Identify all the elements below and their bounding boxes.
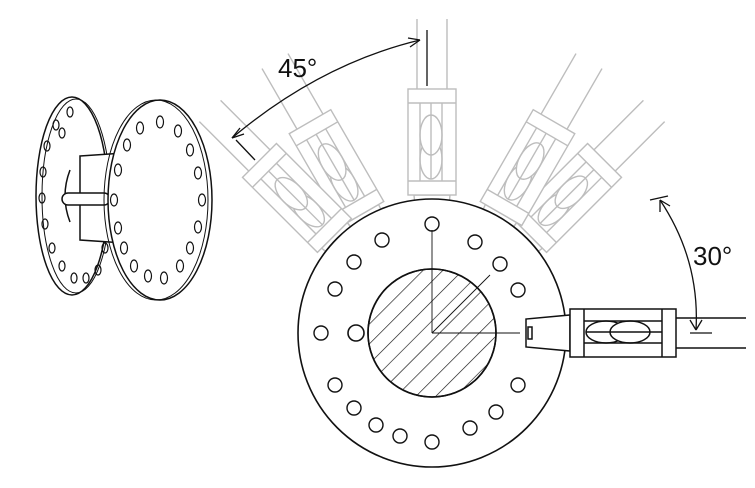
angle-30-label: 30° [693,241,732,271]
dimension-30 [649,195,712,334]
back-flange-holes [38,106,109,284]
flange-bolt-holes [313,216,526,450]
spool-front-flange [107,99,213,301]
spool-drawing [35,96,213,301]
active-clamp [525,308,747,358]
spool-axle [61,192,111,206]
dowel-pin [347,324,365,342]
dimension-45 [231,30,428,161]
angle-45-label: 45° [278,53,317,83]
construction-lines [431,230,520,334]
front-flange-holes [109,115,207,285]
